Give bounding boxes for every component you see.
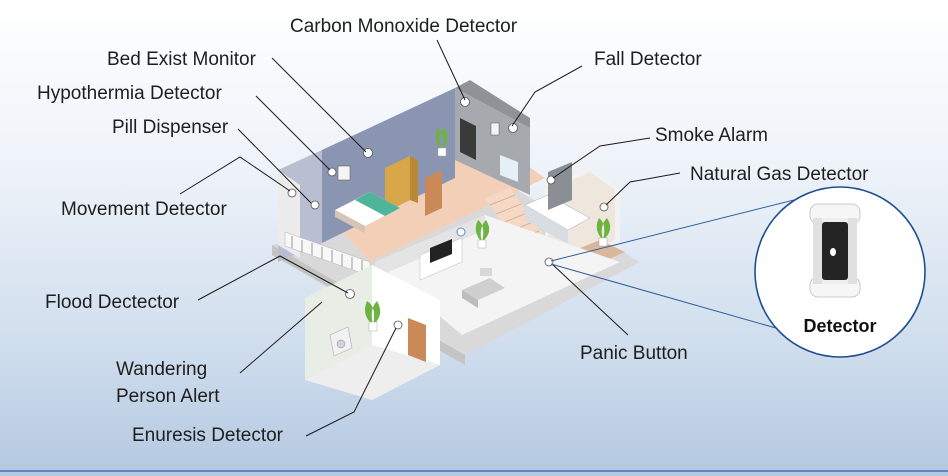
- label-detector-zoom: Detector: [803, 316, 877, 336]
- leader-hypothermia: [255, 95, 331, 171]
- leader-carbon-monoxide: [436, 39, 466, 101]
- bottom-divider: [0, 470, 948, 472]
- leader-panic: [551, 263, 629, 336]
- detector-device-icon: [809, 203, 861, 298]
- leader-fall: [511, 65, 583, 127]
- leader-flood: [197, 255, 349, 301]
- leader-enuresis: [305, 327, 397, 437]
- label-wandering-person-alert: Wandering Person Alert: [116, 359, 220, 407]
- plant-icon: [365, 128, 611, 332]
- label-movement-detector: Movement Detector: [61, 199, 227, 220]
- label-enuresis-detector: Enuresis Detector: [132, 425, 284, 446]
- label-natural-gas-detector: Natural Gas Detector: [690, 164, 869, 185]
- leader-smoke: [552, 137, 651, 179]
- leader-wandering: [239, 301, 323, 374]
- sensor-icons: [287, 97, 609, 330]
- label-panic-button: Panic Button: [580, 343, 688, 364]
- label-smoke-alarm: Smoke Alarm: [655, 125, 768, 146]
- label-pill-dispenser: Pill Dispenser: [112, 117, 229, 138]
- label-hypothermia-detector: Hypothermia Detector: [37, 83, 222, 104]
- leader-lines: [179, 39, 681, 437]
- detector-zoom-callout: [550, 186, 926, 358]
- label-carbon-monoxide-detector: Carbon Monoxide Detector: [290, 16, 518, 37]
- leader-bed-exist: [271, 57, 367, 153]
- leader-natural-gas: [605, 172, 681, 206]
- label-flood-detector: Flood Dectector: [45, 292, 180, 313]
- leader-movement: [179, 156, 291, 195]
- leader-pill: [237, 128, 312, 204]
- label-fall-detector: Fall Detector: [594, 49, 702, 70]
- house-illustration: [272, 80, 640, 400]
- label-bed-exist-monitor: Bed Exist Monitor: [107, 49, 256, 70]
